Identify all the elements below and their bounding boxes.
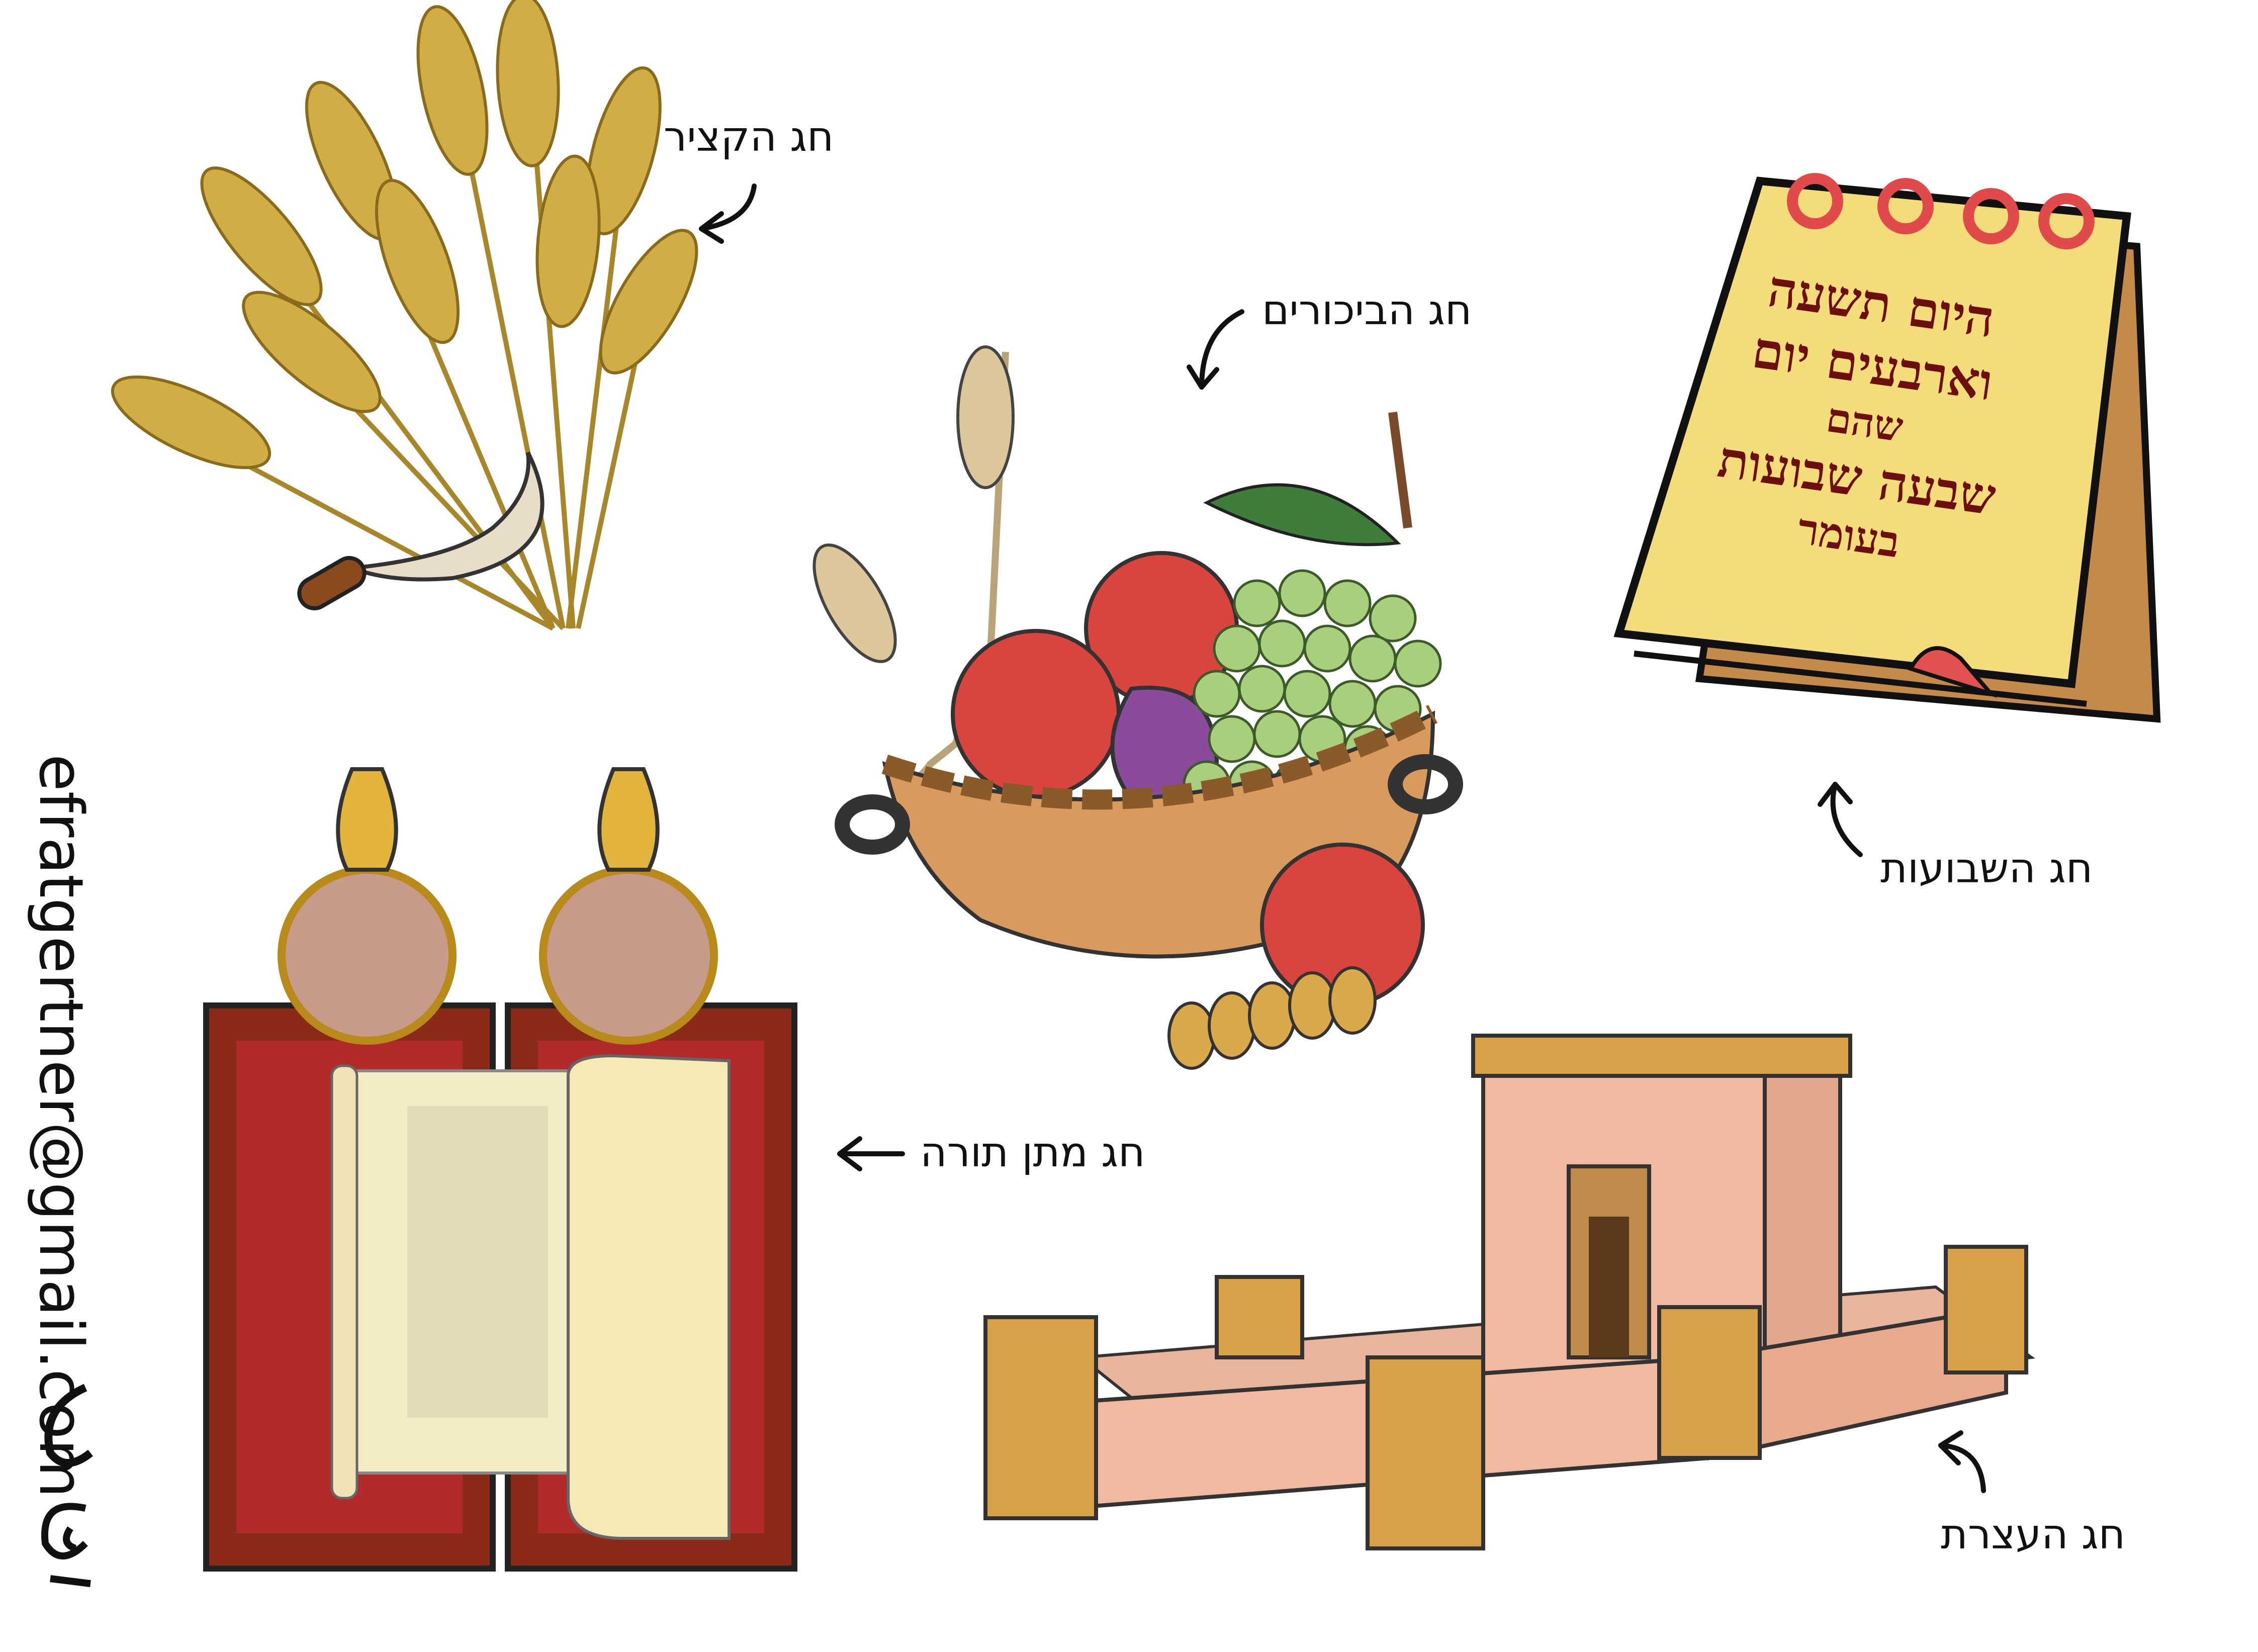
wheat-sheaf-icon bbox=[111, 0, 698, 631]
arrow-assembly-icon bbox=[1938, 1443, 1986, 1493]
signature-icon bbox=[41, 1384, 93, 1587]
torah-ark-icon bbox=[203, 767, 797, 1572]
calendar-text: היום תשעה וארבעים יום שהם שבעה שבועות בע… bbox=[1656, 246, 2074, 589]
calendar-icon bbox=[1613, 173, 2161, 723]
arrow-icons bbox=[699, 183, 1986, 1493]
label-assembly: חג העצרת bbox=[1941, 1511, 2126, 1558]
arrow-harvest-icon bbox=[699, 183, 757, 231]
temple-icon bbox=[983, 1034, 2035, 1550]
label-giving-torah: חג מתן תורה bbox=[920, 1129, 1145, 1176]
label-weeks: חג השבועות bbox=[1880, 845, 2093, 892]
arrow-first-fruits-icon bbox=[1199, 309, 1244, 390]
label-harvest: חג הקציר bbox=[664, 113, 834, 161]
fruit-basket-icon bbox=[812, 345, 1463, 1070]
label-first-fruits: חג הביכורים bbox=[1262, 287, 1472, 334]
arrow-weeks-icon bbox=[1830, 782, 1863, 857]
